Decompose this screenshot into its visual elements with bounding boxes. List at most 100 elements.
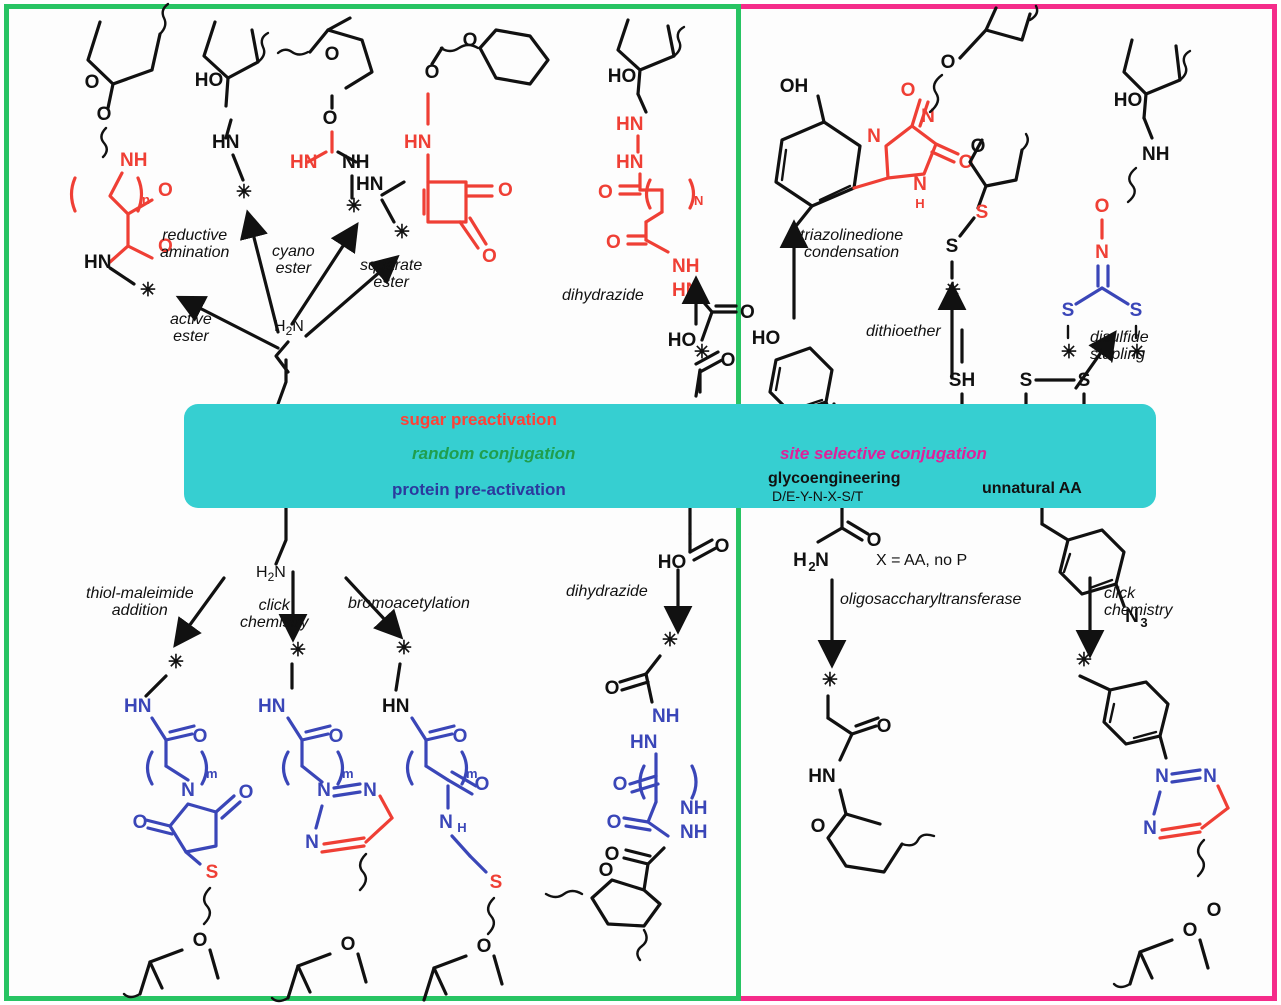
label-click-chemistry-right: click chemistry: [1104, 585, 1173, 619]
svg-text:O: O: [605, 844, 620, 865]
structure-carboxyl-bottom: O HO: [658, 532, 729, 573]
svg-text:O: O: [329, 726, 344, 747]
svg-text:O: O: [613, 774, 628, 795]
svg-text:O: O: [133, 812, 148, 833]
structure-asparagine: O H 2 N: [793, 506, 882, 574]
svg-text:S: S: [1078, 370, 1091, 391]
structure-reductive-amination: HO HN ✳: [195, 20, 270, 203]
svg-text:O: O: [1207, 900, 1222, 921]
label-dihydrazide-top: dihydrazide: [562, 287, 644, 304]
banner-label-random-conjugation: random conjugation: [412, 444, 576, 463]
structure-bromoacetylation: ✳ HN O m O N H S O: [382, 638, 504, 1002]
svg-text:O: O: [477, 936, 492, 957]
svg-text:O: O: [239, 782, 254, 803]
svg-text:HN: HN: [616, 114, 643, 135]
svg-text:HO: HO: [752, 328, 781, 349]
svg-text:O: O: [1183, 920, 1198, 941]
svg-text:HO: HO: [658, 552, 687, 573]
structure-cysteine-thiol: SH: [949, 328, 975, 414]
label-reductive-amination: reductive amination: [160, 227, 230, 261]
svg-text:✳: ✳: [290, 640, 306, 661]
amine-label-top: H2N: [274, 318, 304, 339]
svg-text:NH: NH: [342, 152, 369, 173]
svg-text:H: H: [915, 196, 924, 211]
label-cyano-ester: cyano ester: [272, 243, 315, 277]
svg-text:O: O: [971, 136, 986, 157]
svg-text:O: O: [867, 530, 882, 551]
structure-disulfide-stapling: HO NH O N S S ✳ ✳: [1061, 38, 1192, 363]
structure-dihydrazide-top: HO HN HN O N O NH HN O: [598, 18, 755, 363]
svg-text:NH: NH: [1142, 144, 1169, 165]
svg-text:NH: NH: [672, 256, 699, 277]
svg-text:HN: HN: [258, 696, 285, 717]
svg-text:O: O: [193, 726, 208, 747]
svg-text:O: O: [325, 44, 340, 65]
svg-text:N: N: [363, 780, 377, 801]
svg-text:O: O: [607, 812, 622, 833]
svg-text:O: O: [877, 716, 892, 737]
svg-text:HN: HN: [808, 766, 835, 787]
svg-text:O: O: [740, 302, 755, 323]
svg-text:H: H: [457, 820, 466, 835]
structure-active-ester: O O NH n O O HN ✳: [69, 2, 173, 301]
svg-text:HN: HN: [404, 132, 431, 153]
svg-text:SH: SH: [949, 370, 975, 391]
svg-text:O: O: [453, 726, 468, 747]
svg-text:O: O: [85, 72, 100, 93]
svg-text:NH: NH: [680, 798, 707, 819]
svg-text:N: N: [1203, 766, 1217, 787]
svg-text:N: N: [181, 780, 195, 801]
svg-text:N: N: [1143, 818, 1157, 839]
svg-text:O: O: [598, 182, 613, 203]
reaction-arrows: [173, 209, 1117, 669]
svg-text:N: N: [439, 812, 453, 833]
svg-text:N: N: [1125, 606, 1139, 627]
svg-text:N: N: [305, 832, 319, 853]
svg-text:S: S: [1130, 300, 1143, 321]
structure-squarate-ester: O O HN O O HN ✳: [356, 28, 550, 267]
svg-text:✳: ✳: [1061, 342, 1077, 363]
svg-text:NH: NH: [120, 150, 147, 171]
svg-text:O: O: [323, 108, 338, 129]
label-bromoacetylation: bromoacetylation: [348, 595, 470, 612]
banner-label-glycoengineering: glycoengineering: [768, 470, 901, 487]
svg-text:S: S: [1062, 300, 1075, 321]
label-dithioether: dithioether: [866, 323, 941, 340]
label-x-equals-aa-no-p: X = AA, no P: [876, 552, 968, 569]
svg-text:✳: ✳: [394, 222, 410, 243]
svg-text:HN: HN: [630, 732, 657, 753]
svg-text:OH: OH: [780, 76, 809, 97]
structure-thiol-maleimide: ✳ HN O m N O O S O: [122, 652, 254, 999]
svg-text:m: m: [342, 766, 354, 781]
svg-text:n: n: [142, 192, 150, 207]
svg-text:O: O: [498, 180, 513, 201]
svg-text:S: S: [946, 236, 959, 257]
svg-text:HO: HO: [668, 330, 697, 351]
structure-glycoengineering-product: ✳ O HN O: [808, 670, 936, 874]
svg-text:N: N: [913, 174, 927, 195]
svg-text:O: O: [341, 934, 356, 955]
svg-text:O: O: [721, 350, 736, 371]
svg-text:HO: HO: [1114, 90, 1143, 111]
banner-label-glycoengineering-sequon: D/E-Y-N-X-S/T: [772, 488, 864, 504]
svg-text:NH: NH: [680, 822, 707, 843]
svg-text:HN: HN: [212, 132, 239, 153]
svg-text:O: O: [959, 152, 974, 173]
svg-text:O: O: [811, 816, 826, 837]
svg-text:O: O: [475, 774, 490, 795]
label-active-ester: active ester: [170, 311, 212, 345]
label-triazolinedione-condensation: triazolinedione condensation: [800, 227, 904, 261]
svg-text:S: S: [490, 872, 503, 893]
svg-text:N: N: [1155, 766, 1169, 787]
structure-dihydrazide-bottom: ✳ O NH HN O O NH NH O: [544, 630, 707, 962]
structure-dithioether: O S S ✳: [945, 132, 1029, 301]
svg-text:O: O: [482, 246, 497, 267]
svg-text:O: O: [1095, 196, 1110, 217]
svg-text:N: N: [317, 780, 331, 801]
svg-text:✳: ✳: [346, 196, 362, 217]
svg-text:O: O: [606, 232, 621, 253]
svg-text:HN: HN: [290, 152, 317, 173]
svg-text:m: m: [206, 766, 218, 781]
svg-text:N: N: [694, 193, 703, 208]
svg-text:O: O: [158, 180, 173, 201]
